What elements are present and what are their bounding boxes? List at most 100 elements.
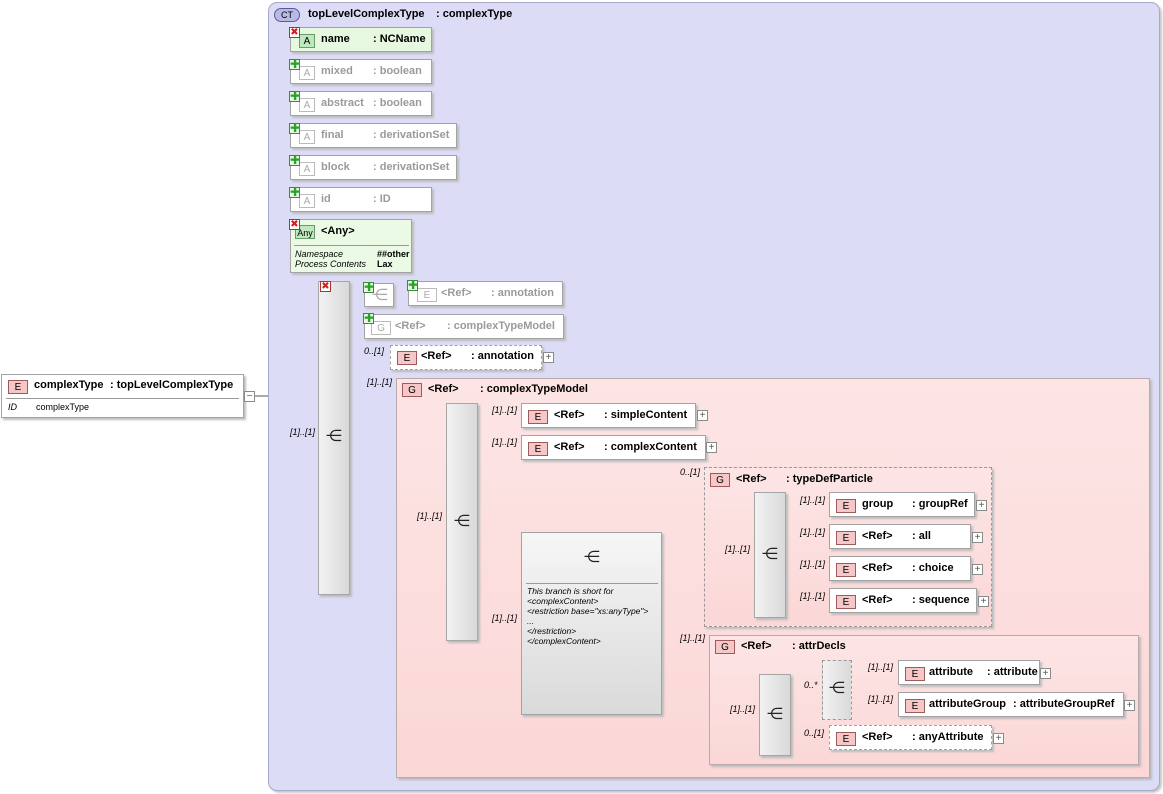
simple-content-element[interactable]: E <Ref> : simpleContent (521, 403, 696, 428)
expand-button[interactable]: + (993, 733, 1004, 744)
root-element-box[interactable]: E complexType : topLevelComplexType ID c… (1, 374, 244, 418)
attribute-name[interactable]: A name : NCName (290, 27, 432, 52)
branch-divider (526, 583, 658, 584)
expand-button[interactable]: + (706, 442, 717, 453)
element-icon: E (905, 699, 925, 713)
attr-seq-cardinality: [1]..[1] (730, 704, 756, 714)
required-remove-icon[interactable]: ✖ (289, 219, 300, 230)
attribute-icon: A (299, 66, 315, 80)
any-process-key: Process Contents (295, 259, 367, 269)
any-attribute-element[interactable]: E <Ref> : anyAttribute (829, 725, 992, 750)
group-icon: G (371, 321, 391, 335)
any-attribute-cardinality: 0..[1] (804, 728, 825, 738)
ctm-restriction-group[interactable]: G <Ref> : complexTypeModel (364, 314, 564, 339)
group-type: : typeDefParticle (786, 473, 873, 485)
attribute-block[interactable]: A block : derivationSet (290, 155, 457, 180)
element-type: : annotation (491, 287, 554, 299)
add-icon[interactable]: ✚ (289, 185, 301, 199)
any-namespace-value: ##other (377, 249, 410, 259)
element-icon: E (836, 563, 856, 577)
sequence-element[interactable]: E <Ref> : sequence (829, 588, 977, 613)
expand-button[interactable]: + (972, 532, 983, 543)
attribute-label: block (321, 161, 350, 173)
attribute-mixed[interactable]: A mixed : boolean (290, 59, 432, 84)
ctm-cardinality: [1]..[1] (367, 377, 393, 387)
element-icon: E (417, 288, 437, 302)
group-type: : complexTypeModel (480, 383, 588, 395)
attr-choice-compositor[interactable]: ⋲ (822, 660, 852, 720)
attribute-icon: A (299, 130, 315, 144)
complex-content-element[interactable]: E <Ref> : complexContent (521, 435, 706, 460)
expand-button[interactable]: + (543, 352, 554, 363)
annotation-restriction-element[interactable]: E <Ref> : annotation (408, 281, 563, 306)
required-remove-icon[interactable]: ✖ (289, 27, 300, 38)
choice-icon: ⋲ (762, 546, 778, 563)
attribute-icon: A (299, 194, 315, 208)
group-icon: G (402, 383, 422, 397)
sequence-icon: ⋲ (584, 549, 600, 566)
tdp-cardinality: 0..[1] (680, 467, 701, 477)
complex-type-type: : complexType (436, 8, 513, 20)
add-icon[interactable]: ✚ (289, 121, 301, 135)
choice-compositor[interactable]: ⋲ (446, 403, 478, 641)
group-type: : attrDecls (792, 640, 846, 652)
attribute-id[interactable]: A id : ID (290, 187, 432, 212)
attribute-label: final (321, 129, 344, 141)
attribute-type: : boolean (373, 65, 422, 77)
attribute-final[interactable]: A final : derivationSet (290, 123, 457, 148)
element-icon: E (8, 380, 28, 394)
element-icon: E (836, 531, 856, 545)
attr-sequence-compositor[interactable]: ⋲ (759, 674, 791, 756)
item-cardinality: [1]..[1] (800, 495, 826, 505)
group-ref: <Ref> (736, 473, 767, 485)
outer-sequence-compositor[interactable]: ⋲ (318, 281, 350, 595)
complex-type-title: topLevelComplexType (308, 8, 425, 20)
group-element[interactable]: E group : groupRef (829, 492, 975, 517)
group-type: : complexTypeModel (447, 320, 555, 332)
element-icon: E (836, 499, 856, 513)
item-cardinality: [1]..[1] (868, 694, 894, 704)
branch-sequence-box[interactable]: ⋲ This branch is short for <complexConte… (521, 532, 662, 715)
attribute-type: : ID (373, 193, 391, 205)
attribute-icon: A (299, 162, 315, 176)
add-icon[interactable]: ✚ (289, 57, 301, 71)
attribute-icon: A (299, 34, 315, 48)
any-attribute-box[interactable]: Any <Any> Namespace ##other Process Cont… (290, 219, 412, 273)
note-line: <restriction base="xs:anyType"> (527, 606, 649, 616)
attribute-element[interactable]: E attribute : attribute (898, 660, 1040, 685)
choice-element[interactable]: E <Ref> : choice (829, 556, 971, 581)
expand-button[interactable]: + (976, 500, 987, 511)
add-icon[interactable]: ✚ (407, 278, 419, 292)
element-icon: E (528, 442, 548, 456)
element-type: : groupRef (912, 498, 968, 510)
root-row-value: complexType (36, 402, 90, 412)
expand-button[interactable]: + (972, 564, 983, 575)
root-row-key: ID (8, 402, 17, 412)
element-ref: <Ref> (441, 287, 472, 299)
element-type: : anyAttribute (912, 731, 984, 743)
tdp-choice-cardinality: [1]..[1] (725, 544, 751, 554)
tdp-choice-compositor[interactable]: ⋲ (754, 492, 786, 618)
required-remove-icon[interactable]: ✖ (320, 281, 331, 292)
annotation-element[interactable]: E <Ref> : annotation (390, 345, 542, 370)
all-element[interactable]: E <Ref> : all (829, 524, 971, 549)
add-icon[interactable]: ✚ (289, 89, 301, 103)
add-icon[interactable]: ✚ (363, 280, 375, 294)
expand-button[interactable]: + (1040, 668, 1051, 679)
element-ref: <Ref> (862, 562, 893, 574)
element-type: : all (912, 530, 931, 542)
root-element-type: : topLevelComplexType (110, 379, 234, 391)
element-type: : choice (912, 562, 954, 574)
sequence-icon: ⋲ (326, 428, 342, 445)
root-collapse-button[interactable]: − (244, 391, 255, 402)
add-icon[interactable]: ✚ (363, 311, 375, 325)
expand-button[interactable]: + (1124, 700, 1135, 711)
attribute-abstract[interactable]: A abstract : boolean (290, 91, 432, 116)
expand-button[interactable]: + (978, 596, 989, 607)
attribute-group-element[interactable]: E attributeGroup : attributeGroupRef (898, 692, 1124, 717)
element-icon: E (836, 595, 856, 609)
add-icon[interactable]: ✚ (289, 153, 301, 167)
element-type: : complexContent (604, 441, 697, 453)
attribute-label: id (321, 193, 331, 205)
expand-button[interactable]: + (697, 410, 708, 421)
